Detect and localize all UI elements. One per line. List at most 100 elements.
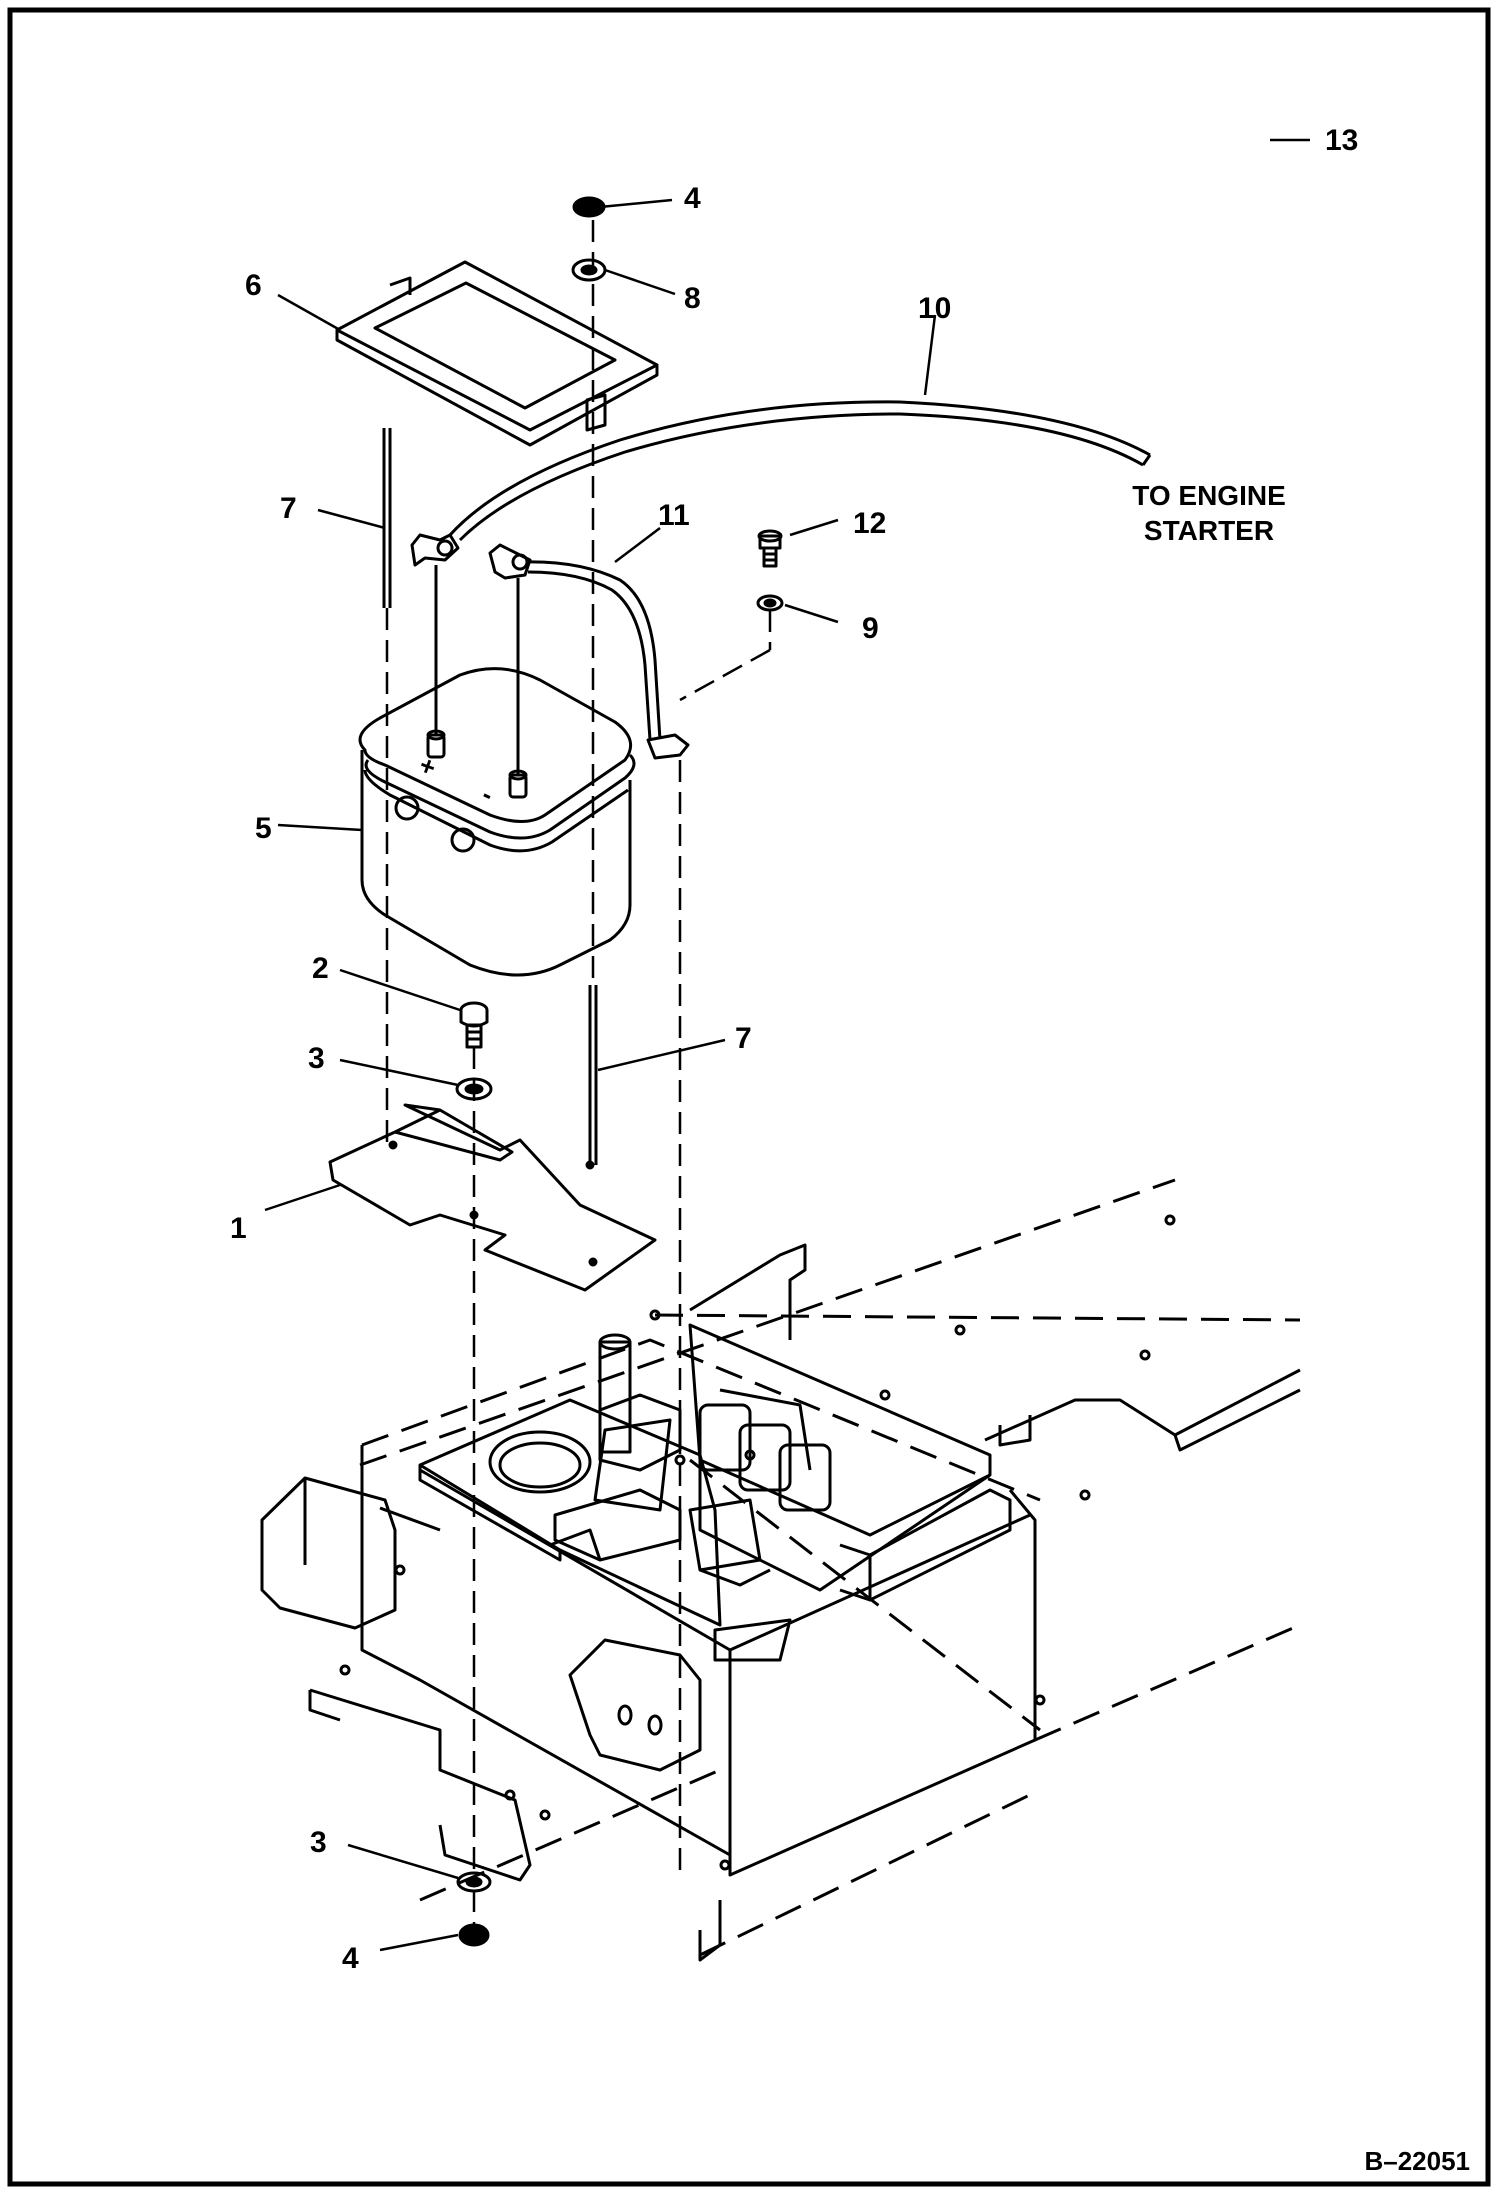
- base-plate-right: [698, 1900, 722, 1962]
- callout-4-bottom: 4: [342, 1942, 359, 1975]
- battery-tray-notch: [394, 1108, 441, 1134]
- relay-terminal-strip: [719, 1388, 812, 1471]
- right-edge-strip-2: [839, 1543, 872, 1602]
- frame-assembly: [260, 1178, 1301, 1962]
- battery-top: [358, 667, 633, 823]
- leader-lines: [264, 138, 1310, 1952]
- frame-hole-9: [339, 1664, 351, 1676]
- leader-7-left: [317, 508, 386, 530]
- leader-8: [604, 268, 676, 296]
- leader-10: [923, 314, 937, 396]
- frame-dashed-mid: [689, 1458, 1041, 1732]
- hold-down-frame-inner: [373, 281, 617, 410]
- engine-label-line1: TO ENGINE: [1132, 480, 1286, 511]
- frame-hole-13: [674, 1454, 686, 1466]
- leader-12: [789, 518, 839, 537]
- leader-4-bottom: [379, 1933, 459, 1952]
- frame-hole-4: [1079, 1489, 1091, 1501]
- callout-13: 13: [1325, 124, 1358, 157]
- assembly-lines: [385, 220, 772, 1925]
- callout-10: 10: [918, 292, 951, 325]
- hold-down-frame: [335, 260, 659, 432]
- cable-starter: [448, 400, 1151, 537]
- hold-down-frame-tab: [389, 276, 412, 295]
- terminal-block: [553, 1488, 682, 1562]
- clamp-negative: [488, 543, 532, 580]
- battery-cap-1: [394, 795, 420, 821]
- control-box-top-edge: [361, 1338, 1041, 1502]
- callout-9: 9: [862, 612, 879, 645]
- battery-parts: [328, 196, 1152, 1947]
- base-plate: [309, 1688, 532, 1882]
- callout-11: 11: [658, 499, 690, 532]
- upright-plate: [593, 1418, 672, 1512]
- callout-2: 2: [312, 952, 329, 985]
- callout-4-top: 4: [684, 182, 701, 215]
- front-tab-left: [549, 1528, 602, 1561]
- callout-7-left: 7: [280, 492, 297, 525]
- tray-hole-4: [585, 1160, 595, 1170]
- frame-dashed-lower: [419, 1768, 721, 1902]
- frame-hole-3: [1139, 1349, 1151, 1361]
- battery-top-rim: [364, 753, 636, 840]
- frame-hole-12: [719, 1859, 731, 1871]
- panel-port: [488, 1430, 592, 1494]
- leader-1: [264, 1183, 341, 1212]
- hold-down-frame-side: [335, 330, 659, 447]
- frame-hole-1: [1164, 1214, 1176, 1226]
- front-mount: [568, 1638, 702, 1772]
- callout-6: 6: [245, 269, 262, 302]
- callout-3-bottom: 3: [310, 1826, 327, 1859]
- relay-1: [698, 1403, 752, 1472]
- relay-lower-2: [699, 1568, 771, 1587]
- drawing-number: B–22051: [1364, 2146, 1470, 2176]
- tray-hole-3: [588, 1257, 598, 1267]
- callout-5: 5: [255, 812, 272, 845]
- fuse-tower-top: [598, 1333, 632, 1351]
- frame-dashed-bottom: [699, 1788, 1041, 1957]
- base-plate-left-lip: [308, 1690, 341, 1722]
- front-mount-hole-2: [617, 1704, 633, 1726]
- leader-7-right: [597, 1038, 726, 1072]
- callout-8: 8: [684, 282, 701, 315]
- callout-7-right: 7: [735, 1022, 752, 1055]
- frame-hole-6: [649, 1309, 661, 1321]
- left-housing: [260, 1476, 397, 1630]
- frame-hole-7: [879, 1389, 891, 1401]
- leader-11: [614, 527, 661, 563]
- leader-3-bottom: [347, 1843, 459, 1880]
- relay-3: [778, 1443, 832, 1512]
- control-box-right-face: [728, 1489, 1037, 1877]
- relay-2: [738, 1423, 792, 1492]
- frame-hole-5: [1034, 1694, 1046, 1706]
- frame-dashed-right-1: [654, 1313, 1301, 1322]
- top-panel: [418, 1398, 722, 1627]
- frame-hole-2: [954, 1324, 966, 1336]
- battery-tray: [328, 1103, 657, 1292]
- frame-hole-10: [504, 1789, 516, 1801]
- nut-bottom: [458, 1923, 490, 1947]
- relay-lower: [688, 1498, 762, 1572]
- callout-12: 12: [853, 507, 886, 540]
- callout-1: 1: [230, 1212, 247, 1245]
- washer-small-hole: [763, 598, 777, 608]
- washer-bottom-hole: [465, 1876, 483, 1888]
- right-edge-strip: [868, 1488, 1012, 1602]
- engine-annotation: TO ENGINE STARTER: [1132, 480, 1286, 546]
- clamp-negative-ring: [511, 553, 529, 571]
- frame-hole-14: [744, 1449, 756, 1461]
- leader-6: [277, 293, 341, 332]
- clamp-positive-ring: [436, 539, 454, 557]
- hold-down-frame-tab-right: [585, 393, 607, 432]
- battery-body: [360, 750, 632, 977]
- frame-plate-right: [984, 1368, 1301, 1442]
- cable-negative-2: [527, 570, 652, 741]
- top-panel-edge: [418, 1465, 562, 1562]
- page-border: [7, 7, 1491, 2187]
- leader-2: [339, 968, 461, 1012]
- frame-plate-right-2: [998, 1415, 1032, 1447]
- leader-5: [277, 823, 363, 832]
- frame-dashed-right-2: [1034, 1623, 1301, 1742]
- bent-arm: [689, 1243, 807, 1340]
